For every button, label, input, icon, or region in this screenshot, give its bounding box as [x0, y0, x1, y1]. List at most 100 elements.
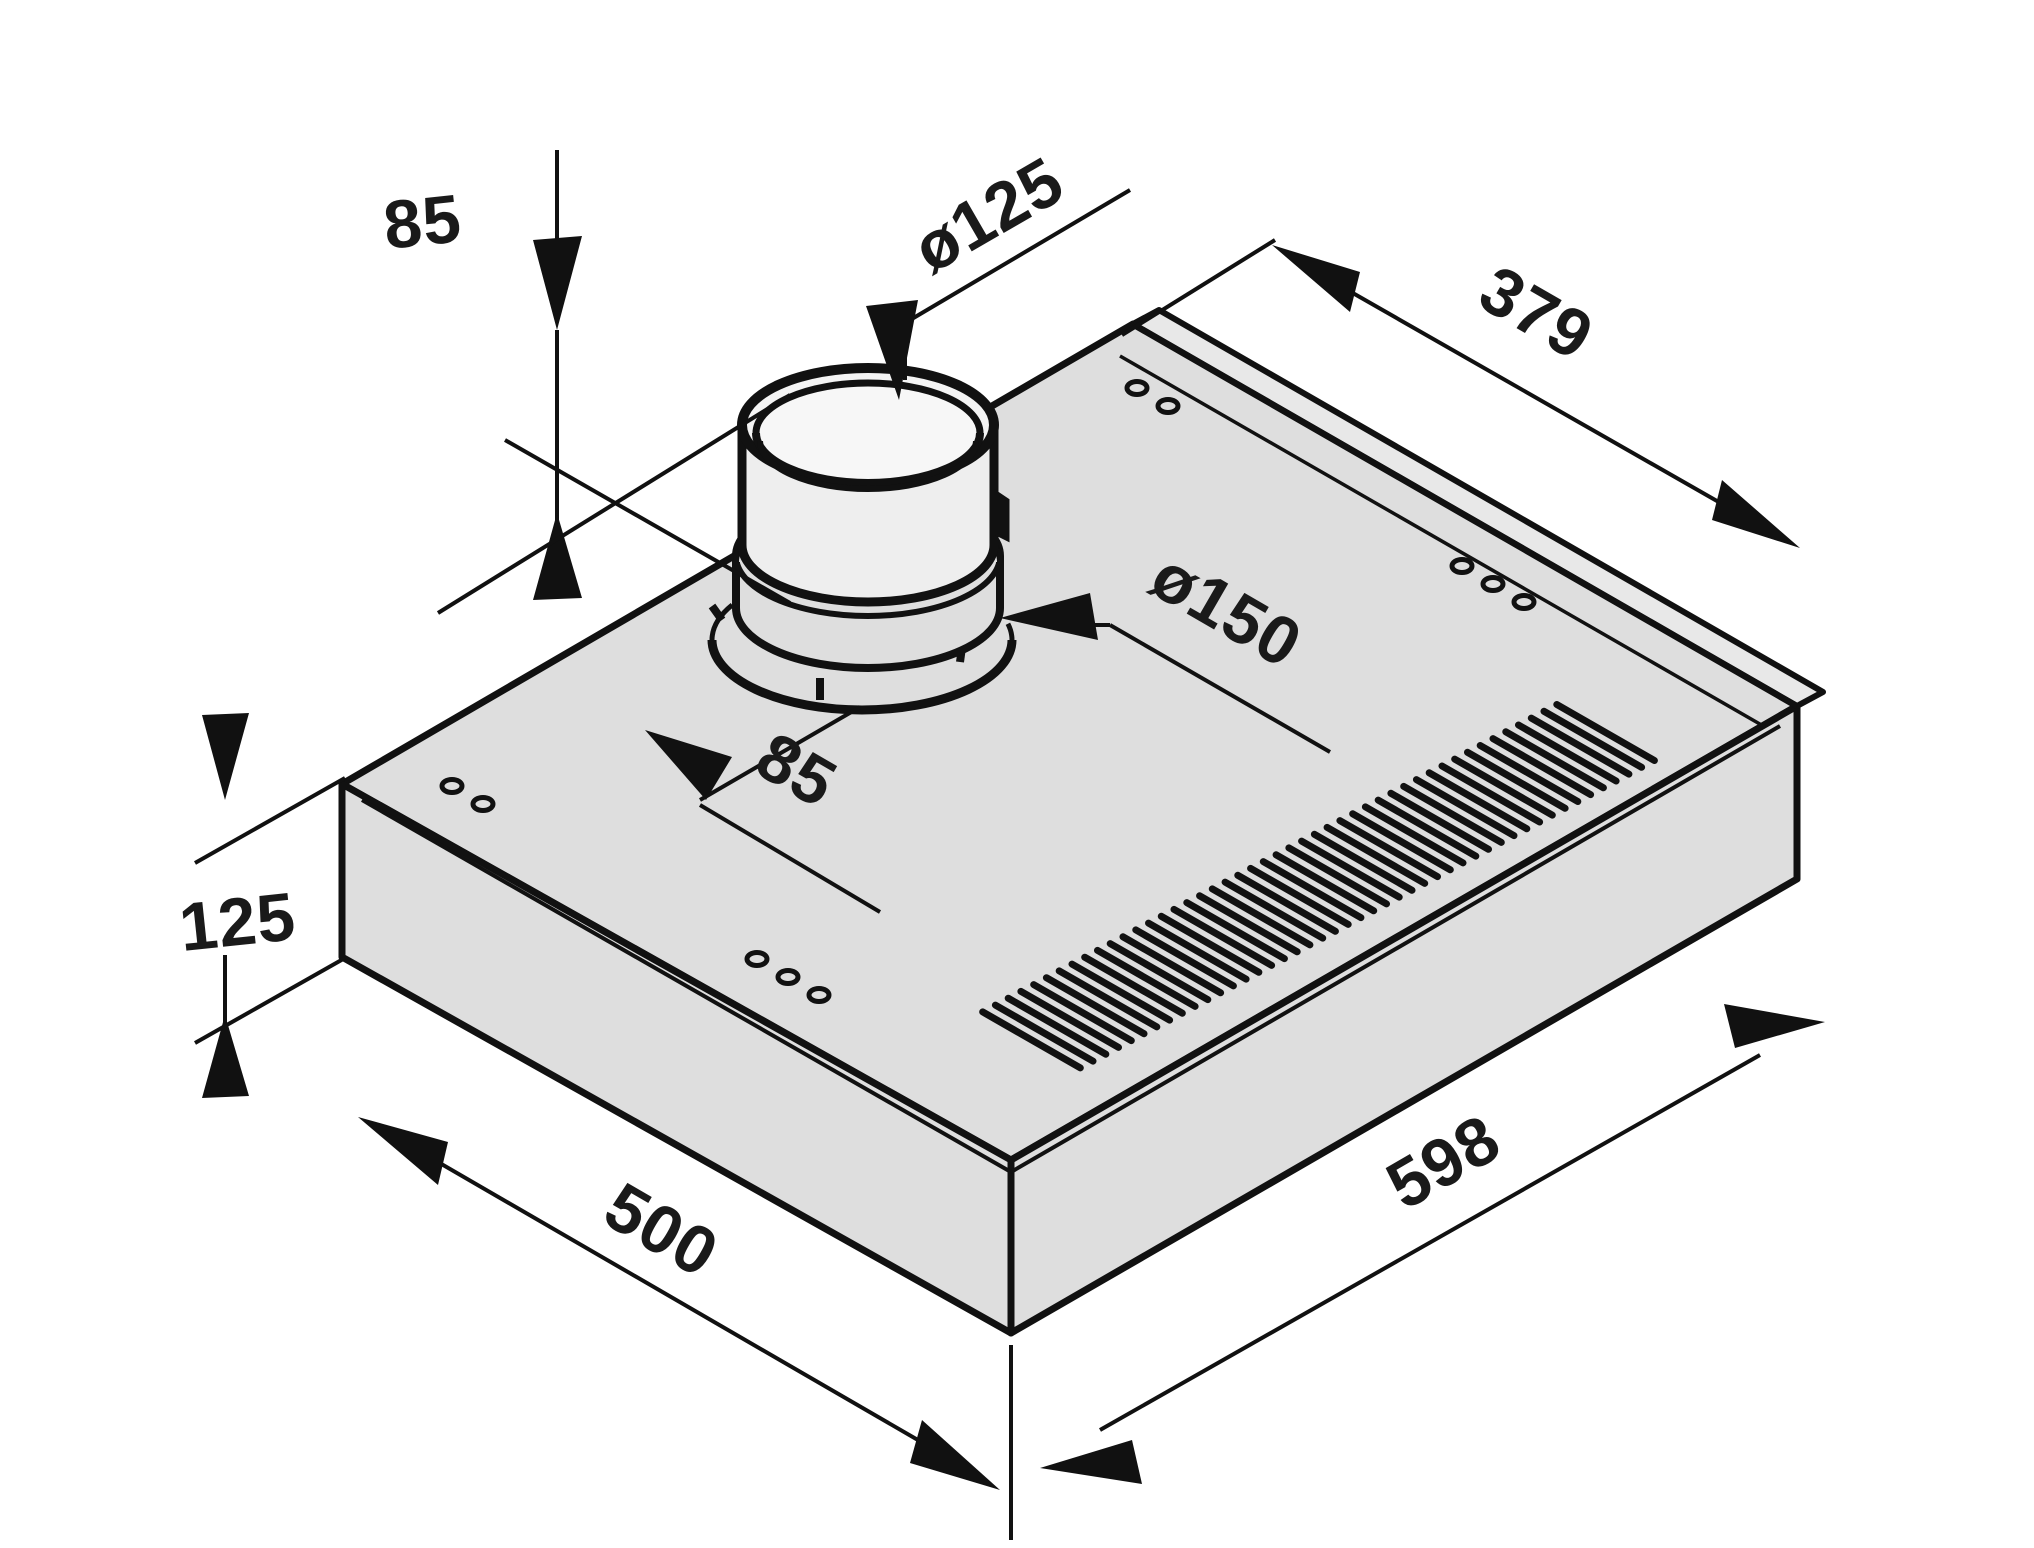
vent-grille-slot [1515, 721, 1620, 785]
vent-grille-slot [1017, 987, 1122, 1051]
vent-grille-slot [1540, 707, 1646, 771]
dim-500-arrowhead-right [910, 1420, 1000, 1490]
vent-grille-slot [1285, 844, 1390, 908]
vent-grille-slot [1145, 919, 1250, 983]
vent-grille-slot [1438, 762, 1544, 826]
vent-grille-slot [1259, 858, 1365, 922]
vent-grille-slot [1502, 728, 1607, 792]
dim-500-depth-label: 500 [592, 1168, 731, 1292]
vent-grille-slot [1387, 789, 1492, 853]
dim-85-top-label: 85 [380, 180, 465, 264]
dim-379-line [1329, 278, 1781, 539]
dim-150-leader-slant [1109, 623, 1331, 754]
dim-85-top-ext-lower [436, 393, 792, 615]
mount-marks-group-b [1449, 557, 1537, 611]
mount-marks-group-a [1124, 379, 1181, 415]
dim-500-group [358, 1117, 1013, 1540]
vent-grille-slot [1476, 742, 1582, 805]
vent-grille-slot [1298, 837, 1403, 901]
dim-125-leader-slanted [903, 188, 1132, 325]
vent-grille-slot [1094, 946, 1199, 1010]
dim-379-group [1120, 238, 1800, 548]
vent-grille-slots [979, 701, 1658, 1072]
vent-grille-slot [1196, 892, 1301, 956]
vent-grille-slot [1310, 830, 1416, 894]
vent-grille-slot [1030, 981, 1135, 1045]
vent-grille-slot [1553, 701, 1658, 764]
vent-grille [979, 701, 1658, 1072]
vent-grille-slot [1234, 871, 1339, 935]
vent-grille-slot [1425, 769, 1531, 833]
dimension-annotations [194, 150, 1830, 1540]
vent-grille-slot [1183, 899, 1288, 963]
duct-bore-interior-2 [757, 440, 979, 492]
dim-598-group [1040, 890, 1830, 1484]
vent-grille-slot [1132, 926, 1237, 990]
hood-front-right-face [1007, 702, 1801, 1337]
hood-top-recess-line [1119, 354, 1766, 729]
vent-grille-slot [1170, 905, 1276, 969]
vent-grille-slot [1361, 803, 1467, 867]
mount-marks-group-d [744, 950, 832, 1004]
vent-grille-slot [1068, 960, 1174, 1024]
vent-grille-slot [1489, 735, 1595, 799]
dim-125-height-arrowhead-bottom [202, 1015, 249, 1098]
dim-150-arrowhead [1000, 593, 1098, 640]
dim-85-offset-line [698, 705, 862, 802]
dim-379-arrowhead-left [1272, 245, 1360, 312]
dim-85-top-arrowhead [533, 236, 582, 330]
vent-grille-slot [1004, 994, 1110, 1058]
dim-598-arrowhead-left [1040, 1440, 1142, 1484]
dim-diameter-125-label: ø125 [901, 142, 1077, 287]
dim-85-offset-underline [698, 803, 882, 914]
vent-grille-slot [1157, 912, 1263, 976]
duct-collar [707, 363, 1017, 715]
mount-marks-group-c [439, 777, 496, 813]
dim-85-offset-group [645, 705, 882, 914]
vent-grille-slot [1247, 864, 1352, 928]
dim-diameter-125-group [866, 188, 1132, 400]
dim-85-offset-arrowhead [645, 730, 732, 800]
vent-grille-slot [1208, 885, 1314, 949]
dim-125-height-arrowhead-top [202, 713, 249, 800]
vent-grille-slot [1221, 878, 1327, 942]
vent-grille-slot [1336, 817, 1441, 881]
dim-125-height-group [194, 713, 346, 1098]
dim-379-label: 379 [1467, 251, 1606, 375]
hood-body [338, 307, 1826, 1337]
dim-598-line [1099, 1053, 1761, 1432]
dim-125-ext-bottom [194, 956, 346, 1045]
duct-flange-ring-top [709, 567, 1015, 641]
vent-grille-slot [1400, 782, 1505, 846]
dim-125-ext-top [194, 776, 346, 865]
dim-598-arrowhead-right [1724, 1004, 1825, 1048]
vent-grille-slot [1119, 933, 1225, 997]
vent-grille-slot [1055, 967, 1161, 1031]
hood-back-lip-edge [1131, 321, 1799, 709]
vent-grille-slot [1527, 714, 1633, 778]
dim-379-arrowhead-right [1712, 480, 1800, 548]
vent-grille-slot [1451, 755, 1556, 819]
dim-500-line [398, 1138, 932, 1449]
vent-grille-slot [991, 1001, 1097, 1065]
vent-grille-slot [1349, 810, 1454, 874]
vent-grille-slot [1412, 776, 1518, 840]
vent-grille-slot [979, 1008, 1084, 1072]
vent-grille-slot [1042, 974, 1148, 1038]
duct-collar-side-tab [994, 489, 1010, 543]
dim-125-height-label: 125 [176, 878, 300, 966]
vent-grille-slot [1081, 953, 1186, 1017]
dim-379-ext-left [1120, 238, 1277, 337]
vent-grille-slot [1106, 940, 1212, 1004]
dim-85-top-ext-upper [504, 438, 791, 605]
dim-125-arrowhead [866, 300, 918, 400]
dim-85-bottom-arrowhead [533, 513, 582, 600]
vent-grille-slot [1272, 851, 1378, 915]
vent-grille-slot [1323, 823, 1429, 887]
dim-598-ext-right [1800, 890, 1830, 1035]
hood-right-face-bevel [1009, 724, 1782, 1174]
dim-diameter-150-group [1000, 593, 1331, 754]
dim-85-top-group [436, 150, 792, 615]
